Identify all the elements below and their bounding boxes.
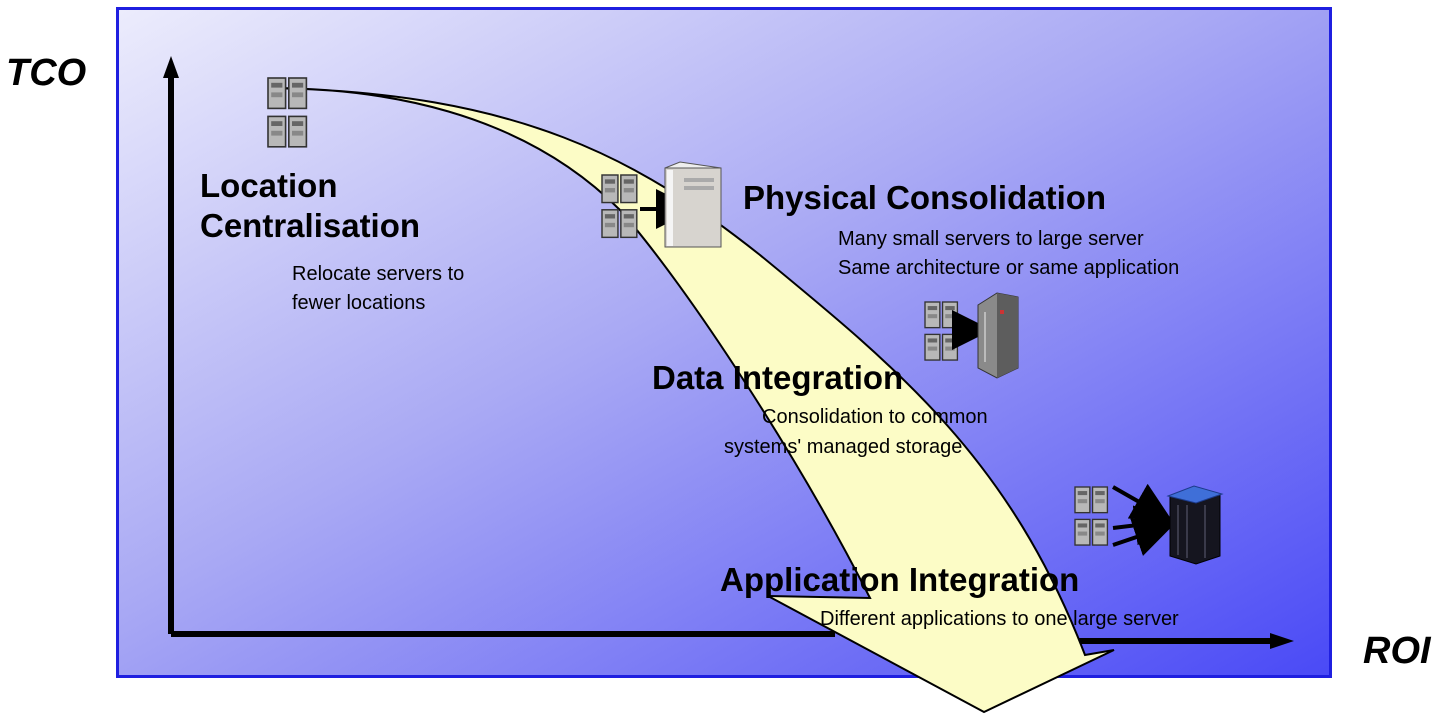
stage-desc-line: Relocate servers to — [292, 263, 465, 285]
y-axis-label: TCO — [6, 52, 87, 94]
x-axis-label: ROI — [1363, 630, 1431, 672]
small-servers-icon — [924, 301, 959, 361]
stage-desc-line: systems' managed storage — [724, 436, 963, 458]
stage-title-physical-consolidation: Physical Consolidation — [743, 179, 1107, 216]
arrow-icon — [1112, 483, 1173, 521]
mainframe-icon — [1166, 485, 1224, 565]
tower-server-icon — [664, 161, 722, 248]
stage-desc-line: fewer locations — [292, 292, 426, 314]
arrow-icon — [1112, 518, 1175, 556]
progression-arrow — [267, 87, 1115, 714]
x-axis — [171, 631, 1294, 649]
stage-title-data-integration: Data Integration — [652, 359, 904, 396]
stage-title-application-integration: Application Integration — [720, 561, 1080, 598]
rack-server-icon — [977, 292, 1019, 379]
small-servers-icon — [1074, 486, 1109, 546]
stage-desc-line: Different applications to one large serv… — [820, 608, 1179, 630]
stage-title-location-centralisation: Location Centralisation — [200, 167, 421, 244]
arrow-icon — [1112, 505, 1175, 546]
y-axis — [163, 56, 179, 634]
stage-desc-line: Consolidation to common — [762, 406, 988, 428]
stage-desc-line: Same architecture or same application — [838, 257, 1180, 279]
stage-desc-line: Many small servers to large server — [838, 228, 1144, 250]
